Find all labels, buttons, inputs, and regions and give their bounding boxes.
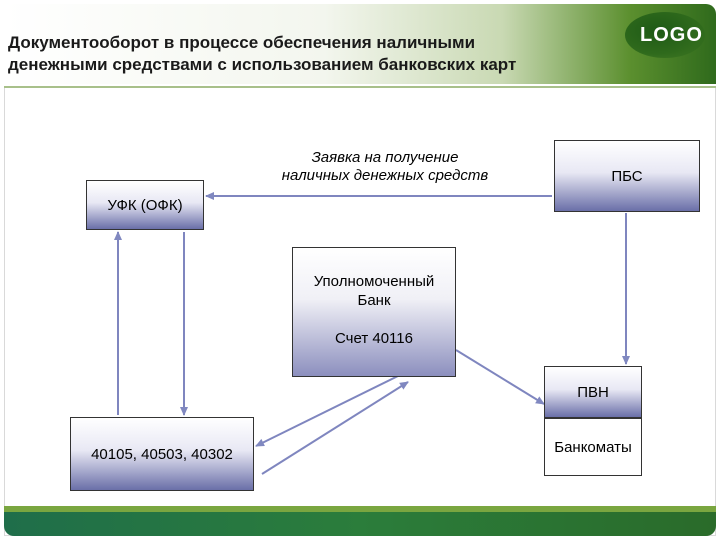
pbs-label: ПБС <box>611 167 643 185</box>
request-line-1: Заявка на получение <box>311 149 459 166</box>
logo-badge <box>625 12 705 58</box>
request-line-2: наличных денежных средств <box>281 167 489 184</box>
request-note: Заявка на получение наличных денежных ср… <box>254 149 516 185</box>
logo-text: LOGO <box>640 24 703 46</box>
bank-account-label: Счет 40116 <box>335 330 413 347</box>
slide-header <box>4 4 716 84</box>
accounts-box: 40105, 40503, 40302 <box>70 417 254 491</box>
header-divider <box>4 86 716 88</box>
pbs-box: ПБС <box>554 140 700 212</box>
accounts-label: 40105, 40503, 40302 <box>91 445 233 463</box>
ufk-label: УФК (ОФК) <box>107 196 183 214</box>
pvn-box: ПВН <box>544 366 642 418</box>
ufk-box: УФК (ОФК) <box>86 180 204 230</box>
footer-strip <box>4 506 716 512</box>
arrow-bank-pvn <box>455 349 545 405</box>
atm-label: Банкоматы <box>554 438 632 456</box>
pvn-label: ПВН <box>577 383 609 401</box>
arrow-accounts-bank <box>261 381 409 475</box>
arrow-bank-accounts <box>255 375 399 447</box>
atm-box: Банкоматы <box>544 418 642 476</box>
title-line-1: Документооборот в процессе обеспечения н… <box>8 33 476 52</box>
title-line-2: денежными средствами с использованием ба… <box>8 55 517 74</box>
bank-label-2: Банк <box>357 292 391 309</box>
bank-label-1: Уполномоченный <box>313 273 435 290</box>
bank-box: Уполномоченный Банк Счет 40116 <box>292 247 456 377</box>
slide-title: Документооборот в процессе обеспечения н… <box>8 32 628 76</box>
